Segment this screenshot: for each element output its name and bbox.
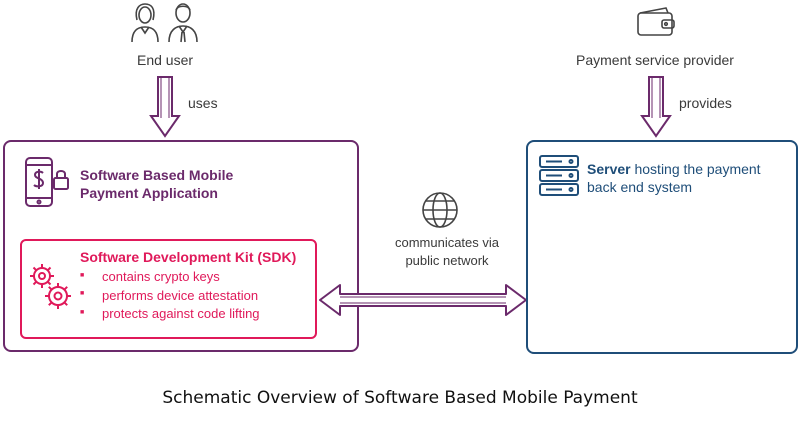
phone-lock-dollar-icon <box>25 157 69 207</box>
wallet-icon <box>637 7 675 36</box>
app-title-line1: Software Based Mobile <box>80 167 234 183</box>
network-line2: public network <box>405 253 489 268</box>
end-user-label: End user <box>137 52 194 68</box>
network-label: communicates via public network <box>382 234 512 270</box>
sdk-title: Software Development Kit (SDK) <box>80 249 297 265</box>
server-line2: back end system <box>587 179 693 195</box>
app-title-line2: Payment Application <box>80 185 218 201</box>
gears-icon <box>30 264 71 309</box>
sdk-item: contains crypto keys <box>80 268 260 287</box>
uses-arrow <box>149 76 181 138</box>
server-rest: hosting the payment <box>630 161 761 177</box>
server-box <box>526 140 798 354</box>
sdk-item: protects against code lifting <box>80 305 260 324</box>
uses-label: uses <box>188 95 218 111</box>
server-icon <box>539 155 579 196</box>
sdk-box <box>20 239 317 339</box>
provides-label: provides <box>679 95 732 111</box>
globe-icon <box>422 192 458 228</box>
sdk-feature-list: contains crypto keys performs device att… <box>80 268 260 324</box>
app-title: Software Based Mobile Payment Applicatio… <box>80 166 233 202</box>
mobile-app-box <box>3 140 359 352</box>
sdk-item: performs device attestation <box>80 287 260 306</box>
communication-double-arrow <box>319 284 527 316</box>
man-icon <box>168 3 198 43</box>
woman-icon <box>131 3 159 43</box>
server-description: Server hosting the payment back end syst… <box>587 160 761 196</box>
server-bold: Server <box>587 161 631 177</box>
figure-caption: Schematic Overview of Software Based Mob… <box>162 388 638 408</box>
provider-label: Payment service provider <box>576 52 734 68</box>
network-line1: communicates via <box>394 235 500 250</box>
provides-arrow <box>640 76 672 138</box>
